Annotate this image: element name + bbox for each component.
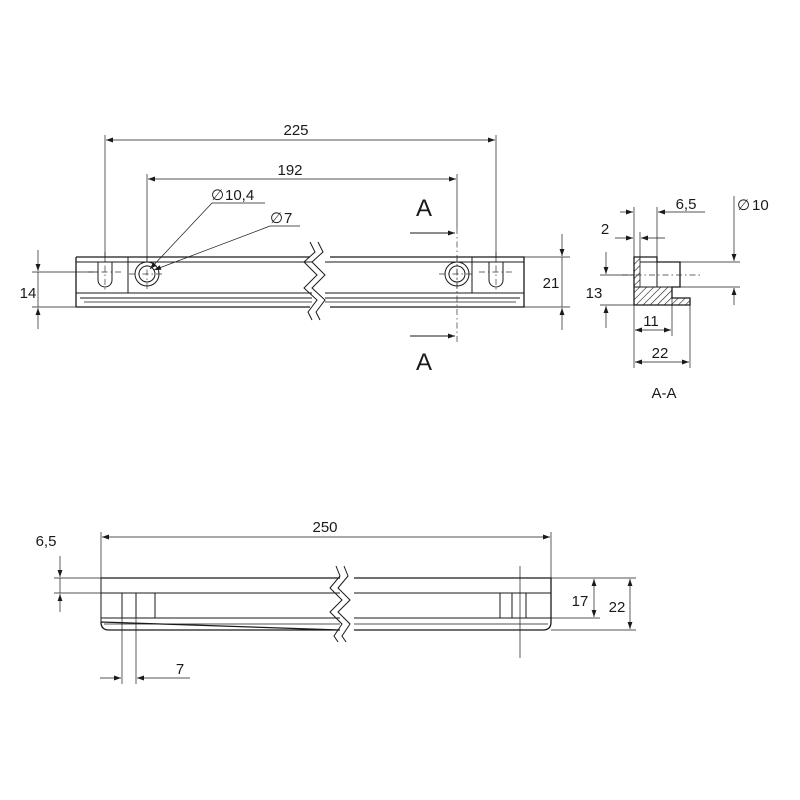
dim-dia-7: 7 xyxy=(284,210,292,227)
dia-symbol-3: ∅ xyxy=(737,197,750,214)
dim-192: 192 xyxy=(277,162,302,179)
hole-left xyxy=(129,256,165,292)
leader-dia-7 xyxy=(153,225,271,271)
dim-dia-10-4: 10,4 xyxy=(225,187,254,204)
slot-rect-left xyxy=(121,592,137,619)
dim-17: 17 xyxy=(572,593,589,610)
slot-right xyxy=(488,262,504,288)
dim-225: 225 xyxy=(283,122,308,139)
dim-14: 14 xyxy=(20,285,37,302)
break-symbol-top xyxy=(311,241,326,321)
section-view: 2 6,5 ∅ 10 13 11 22 A-A xyxy=(586,196,769,402)
dim-7: 7 xyxy=(176,661,184,678)
bottom-view: 250 6,5 7 17 22 xyxy=(36,519,636,684)
dia-symbol-1: ∅ xyxy=(211,187,224,204)
section-hatch xyxy=(633,286,691,306)
section-marker-top: A xyxy=(416,195,432,222)
slot-left xyxy=(97,262,113,288)
dim-2: 2 xyxy=(601,221,609,238)
top-view-outline xyxy=(75,256,525,308)
dia-symbol-2: ∅ xyxy=(270,210,283,227)
section-title: A-A xyxy=(651,385,676,402)
dim-11: 11 xyxy=(643,313,659,330)
top-view: A A 225 192 ∅ 10,4 ∅ 7 14 21 xyxy=(20,122,570,376)
dim-21: 21 xyxy=(543,275,560,292)
slot-rect-right xyxy=(511,592,527,619)
dim-22-bottom: 22 xyxy=(609,599,626,616)
bottom-view-outline xyxy=(100,577,552,631)
dim-6-5-bottom: 6,5 xyxy=(36,533,57,550)
dim-22-section: 22 xyxy=(652,345,669,362)
leader-dia-104 xyxy=(149,202,213,270)
section-marker-bottom: A xyxy=(416,349,432,376)
break-symbol-bottom xyxy=(337,565,351,643)
dim-13: 13 xyxy=(586,285,603,302)
dim-6-5-section: 6,5 xyxy=(676,196,697,213)
dim-dia-10: 10 xyxy=(752,197,769,214)
dim-250: 250 xyxy=(312,519,337,536)
